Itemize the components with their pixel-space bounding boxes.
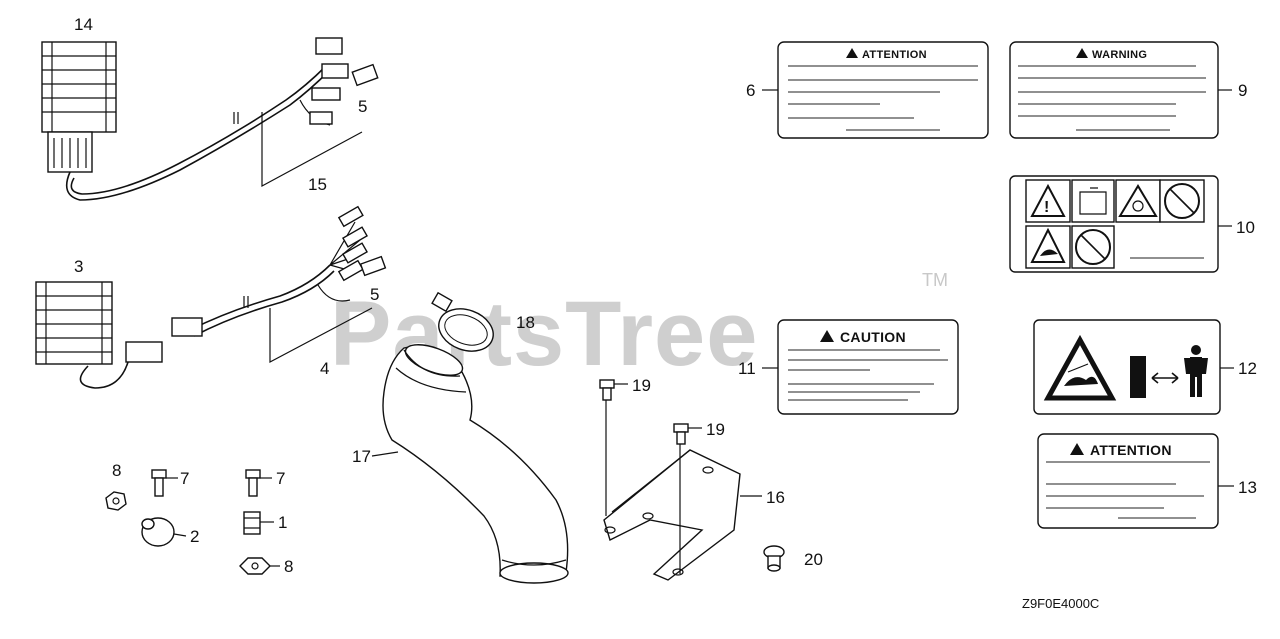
person-icon: [1191, 345, 1201, 355]
callout-15: 15: [308, 175, 327, 194]
callout-17: 17: [352, 447, 371, 466]
callout-19-left: 19: [632, 376, 651, 395]
part-19-bolt-right[interactable]: [673, 423, 689, 445]
callout-18: 18: [516, 313, 535, 332]
part-17-intake-hose[interactable]: [382, 338, 569, 584]
part-8-nut-left[interactable]: [105, 491, 127, 511]
label-6-title: ATTENTION: [862, 49, 927, 61]
part-15-wire-harness[interactable]: [65, 37, 379, 201]
part-10-pictogram-label[interactable]: !: [1009, 175, 1219, 273]
callout-11: 11: [738, 359, 756, 378]
leader-17: [371, 451, 399, 457]
warning-triangle-icon-9: [1076, 48, 1088, 58]
part-18-hose-clamp[interactable]: [431, 291, 499, 359]
callout-16: 16: [766, 488, 785, 507]
part-19-bolt-left[interactable]: [599, 379, 615, 401]
watermark-trademark: TM: [922, 270, 948, 290]
callout-3: 3: [74, 257, 83, 276]
no-fire-icon-2: [1075, 229, 1111, 265]
leader-4: [269, 307, 373, 363]
callout-10: 10: [1236, 218, 1255, 237]
callout-5-mid: 5: [370, 285, 379, 304]
diagram-code: Z9F0E4000C: [1022, 596, 1099, 611]
wall-block: [1130, 356, 1146, 398]
part-1-collar-nut[interactable]: [243, 511, 261, 535]
callout-1: 1: [278, 513, 287, 532]
callout-20: 20: [804, 550, 823, 569]
part-5-sleeve[interactable]: [359, 255, 387, 277]
callout-7-left: 7: [180, 469, 189, 488]
svg-text:!: !: [1044, 199, 1049, 216]
keep-distance-icon: [1151, 372, 1179, 384]
callout-8-right: 8: [284, 557, 293, 576]
callout-12: 12: [1238, 359, 1257, 378]
leader-15: [261, 112, 363, 188]
warning-triangle-icon-10: [1030, 183, 1066, 217]
callout-7-right: 7: [276, 469, 285, 488]
label-11-title: CAUTION: [840, 329, 906, 345]
callout-2: 2: [190, 527, 199, 546]
leader-2: [173, 533, 187, 537]
callout-13: 13: [1238, 478, 1257, 497]
part-8-nut-right[interactable]: [239, 557, 271, 575]
callout-6: 6: [746, 81, 755, 100]
callout-8-left: 8: [112, 461, 121, 480]
label-9-title: WARNING: [1092, 49, 1147, 61]
warning-triangle-icon: [846, 48, 858, 58]
label-13-title: ATTENTION: [1090, 442, 1172, 458]
part-12-keep-distance-label[interactable]: [1033, 319, 1221, 415]
callout-5-top: 5: [358, 97, 367, 116]
callout-19-right: 19: [706, 420, 725, 439]
part-2-knob[interactable]: [141, 517, 175, 547]
callout-4: 4: [320, 359, 329, 378]
no-fire-icon: [1164, 183, 1200, 219]
warning-triangle-icon-11: [820, 330, 834, 342]
part-16-bracket[interactable]: [603, 449, 741, 581]
part-9-warning-label[interactable]: WARNING: [1009, 41, 1219, 139]
part-4-wire-harness[interactable]: [79, 205, 368, 389]
part-7-screw-right[interactable]: [245, 469, 261, 497]
part-7-screw-left[interactable]: [151, 469, 167, 497]
part-3-regulator[interactable]: [35, 281, 163, 365]
warning-triangle-icon-13: [1070, 443, 1084, 455]
part-13-attention-label[interactable]: ATTENTION: [1037, 433, 1219, 529]
callout-9: 9: [1238, 81, 1247, 100]
part-11-caution-label[interactable]: CAUTION: [777, 319, 959, 415]
part-6-attention-label[interactable]: ATTENTION: [777, 41, 989, 139]
callout-14: 14: [74, 15, 93, 34]
part-14-regulator[interactable]: [41, 41, 117, 173]
part-20-grommet[interactable]: [763, 545, 785, 572]
